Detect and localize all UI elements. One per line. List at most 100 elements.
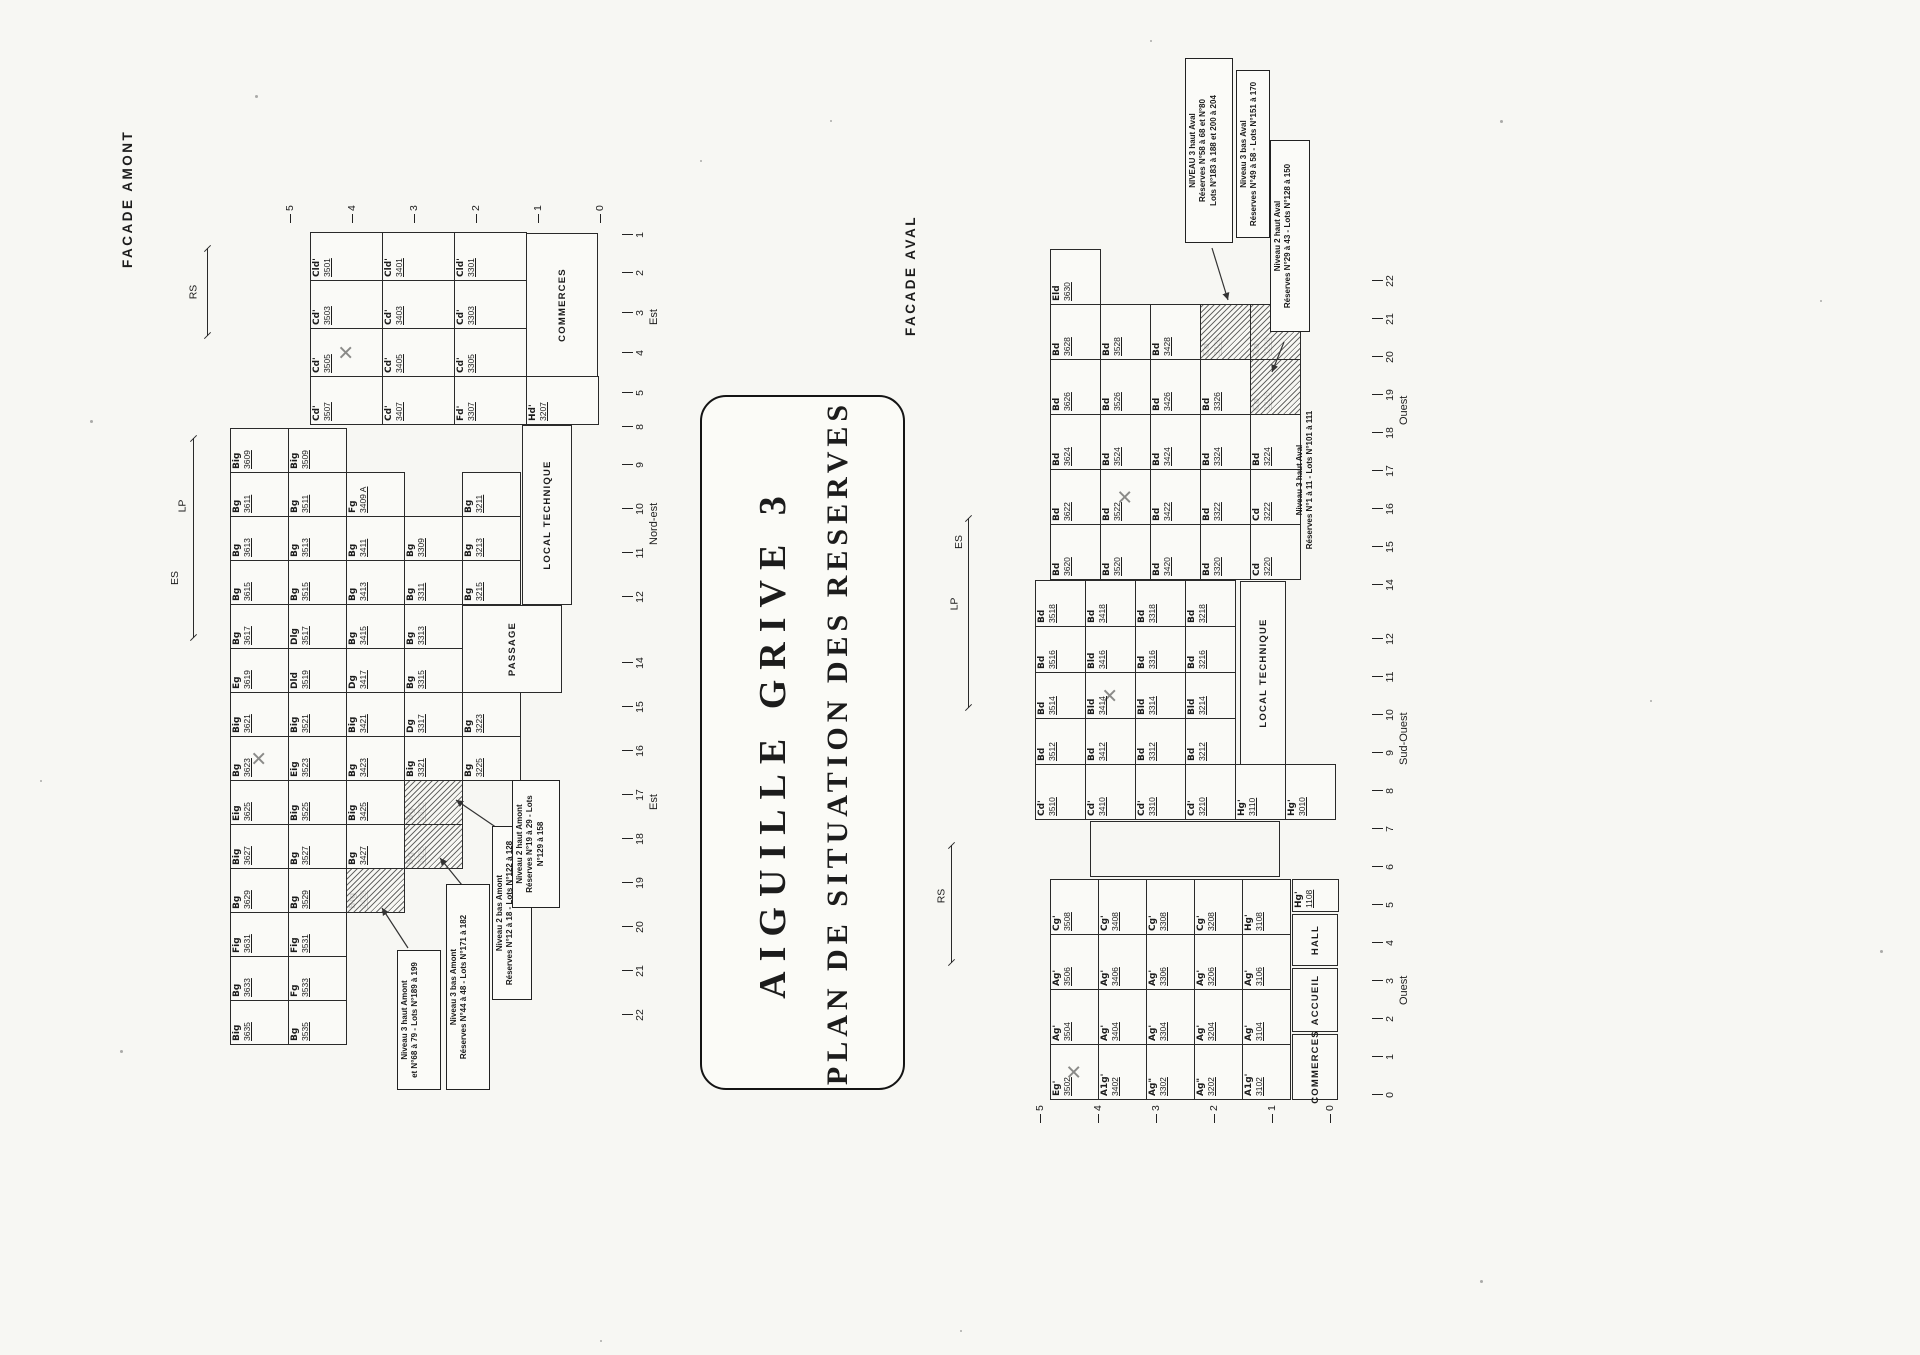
unit-number: 3328 <box>1211 337 1222 356</box>
unit-number: 3501 <box>321 258 332 277</box>
unit-number: 3204 <box>1205 1022 1216 1041</box>
unit-number: 3323 <box>415 802 426 821</box>
area-commerces: COMMERCES <box>1292 1030 1338 1104</box>
axis-number: 5 <box>284 205 296 211</box>
unit-number: 3202 <box>1205 1077 1216 1096</box>
axis-number: 11 <box>1384 671 1396 683</box>
axis-number: 2 <box>1384 1016 1396 1022</box>
unit-cell: A1g'3402 <box>1098 1044 1147 1100</box>
axis-number: 1 <box>532 205 544 211</box>
unit-number: 3224 <box>1261 447 1272 466</box>
axis-number: 20 <box>1384 351 1396 363</box>
unit-number: 3207 <box>537 402 548 421</box>
axis-number: 0 <box>594 205 606 211</box>
tick-mark <box>1155 1114 1157 1123</box>
note-line: Réserves N°44 à 48 - Lots N°171 à 182 <box>459 914 469 1060</box>
axis-tick: 6 <box>1372 853 1396 881</box>
unit-cell: Cd'3210 <box>1185 764 1236 820</box>
tick-mark <box>622 352 633 354</box>
unit-number: 3510 <box>1046 797 1057 816</box>
axis-tick: 12 <box>1372 625 1396 653</box>
tick-mark <box>1372 432 1383 434</box>
side-axis-tick: 5 <box>284 205 296 223</box>
axis-number: 3 <box>408 205 420 211</box>
unit-number: 3423 <box>357 758 368 777</box>
tick-mark <box>622 926 633 928</box>
unit-number: 3420 <box>1161 557 1172 576</box>
unit-cell: Cld'3401 <box>382 232 455 281</box>
unit-cell: A1g'3102 <box>1242 1044 1291 1100</box>
tick-mark <box>622 1014 633 1016</box>
note-line: Niveau 3 haut Amont <box>400 980 409 1060</box>
unit-number: 3504 <box>1061 1022 1072 1041</box>
unit-cell: Ag'3404 <box>1098 989 1147 1045</box>
axis-tick: 5 <box>622 379 646 407</box>
tick-mark <box>475 214 477 223</box>
facade-aval-label: FACADE AVAL <box>903 215 918 336</box>
unit-number: 3104 <box>1253 1022 1264 1041</box>
unit-number: 3208 <box>1205 912 1216 931</box>
unit-number: 3212 <box>1196 742 1207 761</box>
unit-number: 3108 <box>1253 912 1264 931</box>
unit-number: 3512 <box>1046 742 1057 761</box>
axis-number: 0 <box>1324 1105 1336 1111</box>
axis-tick: 19 <box>622 869 646 897</box>
unit-cell: Cd'3405 <box>382 328 455 377</box>
unit-number: 3624 <box>1061 447 1072 466</box>
unit-number: 3211 <box>473 494 484 513</box>
tick-mark <box>1372 508 1383 510</box>
unit-number: 3225 <box>473 758 484 777</box>
unit-cell: Cd'3407 <box>382 376 455 425</box>
unit-cell: Hg'1108 <box>1292 879 1339 912</box>
unit-number: 3102 <box>1253 1077 1264 1096</box>
unit-number: 3631 <box>241 934 252 953</box>
axis-number: 11 <box>634 547 646 559</box>
unit-number: 3417 <box>357 670 368 689</box>
unit-number: 3307 <box>465 402 476 421</box>
side-axis-tick: 1 <box>532 205 544 223</box>
axis-number: 22 <box>1384 275 1396 287</box>
unit-number: 3404 <box>1109 1022 1120 1041</box>
unit-cell: Hg'3010 <box>1285 764 1336 820</box>
unit-cell: Cd'3310 <box>1135 764 1186 820</box>
side-axis-tick: 2 <box>470 205 482 223</box>
axis-tick: 2 <box>1372 1005 1396 1033</box>
axis-tick: 11 <box>622 539 646 567</box>
tick-mark <box>1372 752 1383 754</box>
axis-number: 4 <box>346 205 358 211</box>
axis-number: 9 <box>1384 750 1396 756</box>
side-axis-tick: 2 <box>1208 1105 1220 1123</box>
unit-cell: Hg'3110 <box>1235 764 1286 820</box>
axis-tick: 14 <box>622 649 646 677</box>
axis-number: 4 <box>1092 1105 1104 1111</box>
axis-number: 12 <box>1384 633 1396 645</box>
